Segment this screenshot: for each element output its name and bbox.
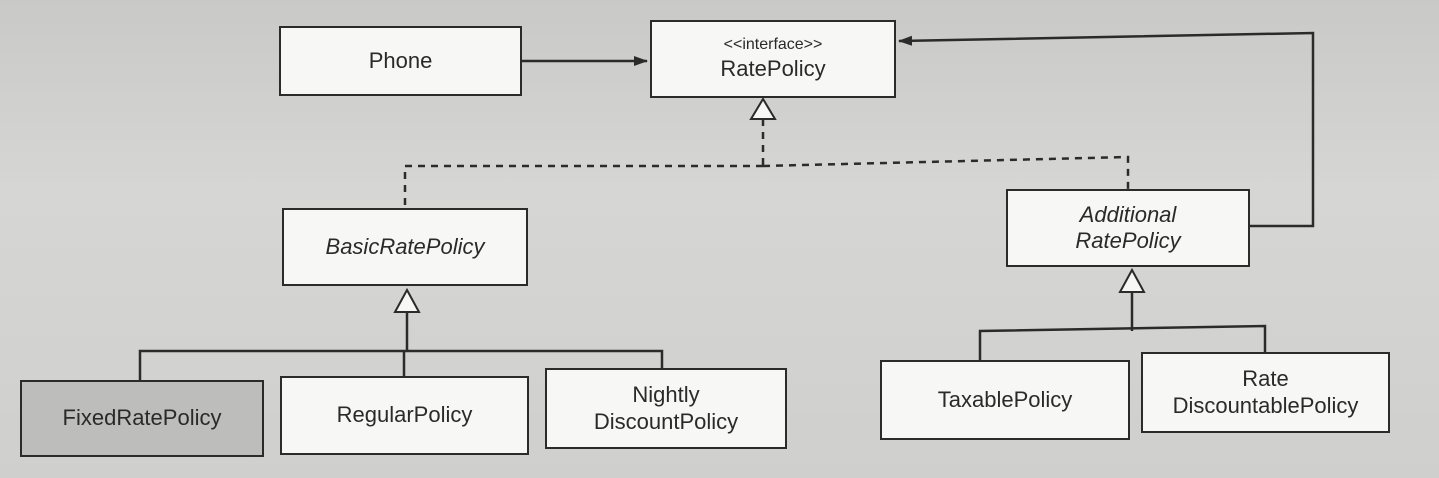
ratediscountablepolicy-label-line2: DiscountablePolicy bbox=[1172, 392, 1359, 418]
realization-branch-additional bbox=[762, 155, 1130, 189]
basicratepolicy-class-box: BasicRatePolicy bbox=[282, 208, 528, 286]
regularpolicy-label: RegularPolicy bbox=[336, 402, 473, 428]
fixedratepolicy-label: FixedRatePolicy bbox=[62, 405, 222, 431]
realization-triangle bbox=[749, 97, 777, 120]
additional-to-ratepolicy-arrow bbox=[898, 31, 1315, 228]
generalization-bus-basic bbox=[138, 349, 664, 380]
ratepolicy-label: RatePolicy bbox=[720, 56, 826, 82]
phone-label: Phone bbox=[368, 47, 433, 73]
nightlydiscountpolicy-label-line2: DiscountPolicy bbox=[593, 408, 739, 434]
ratediscountablepolicy-class-box: Rate DiscountablePolicy bbox=[1141, 352, 1390, 433]
generalization-triangle-basic bbox=[393, 287, 421, 313]
basicratepolicy-label: BasicRatePolicy bbox=[325, 233, 485, 259]
taxablepolicy-label: TaxablePolicy bbox=[937, 386, 1073, 412]
additionalratepolicy-label-line1: Additional bbox=[1079, 201, 1177, 227]
ratepolicy-interface-box: <<interface>> RatePolicy bbox=[650, 20, 896, 98]
realization-branch-basic bbox=[403, 164, 763, 208]
regularpolicy-class-box: RegularPolicy bbox=[280, 376, 529, 455]
additionalratepolicy-class-box: Additional RatePolicy bbox=[1006, 189, 1250, 267]
taxablepolicy-class-box: TaxablePolicy bbox=[880, 360, 1130, 440]
nightlydiscountpolicy-class-box: Nightly DiscountPolicy bbox=[545, 368, 787, 449]
additionalratepolicy-label-line2: RatePolicy bbox=[1075, 228, 1181, 253]
fixedratepolicy-class-box: FixedRatePolicy bbox=[20, 380, 264, 457]
phone-class-box: Phone bbox=[279, 26, 522, 96]
nightlydiscountpolicy-label-line1: Nightly bbox=[632, 382, 700, 408]
generalization-bus-additional bbox=[978, 324, 1267, 360]
ratediscountablepolicy-label-line1: Rate bbox=[1242, 366, 1289, 392]
generalization-triangle-additional bbox=[1118, 267, 1146, 293]
interface-stereotype: <<interface>> bbox=[723, 36, 823, 54]
